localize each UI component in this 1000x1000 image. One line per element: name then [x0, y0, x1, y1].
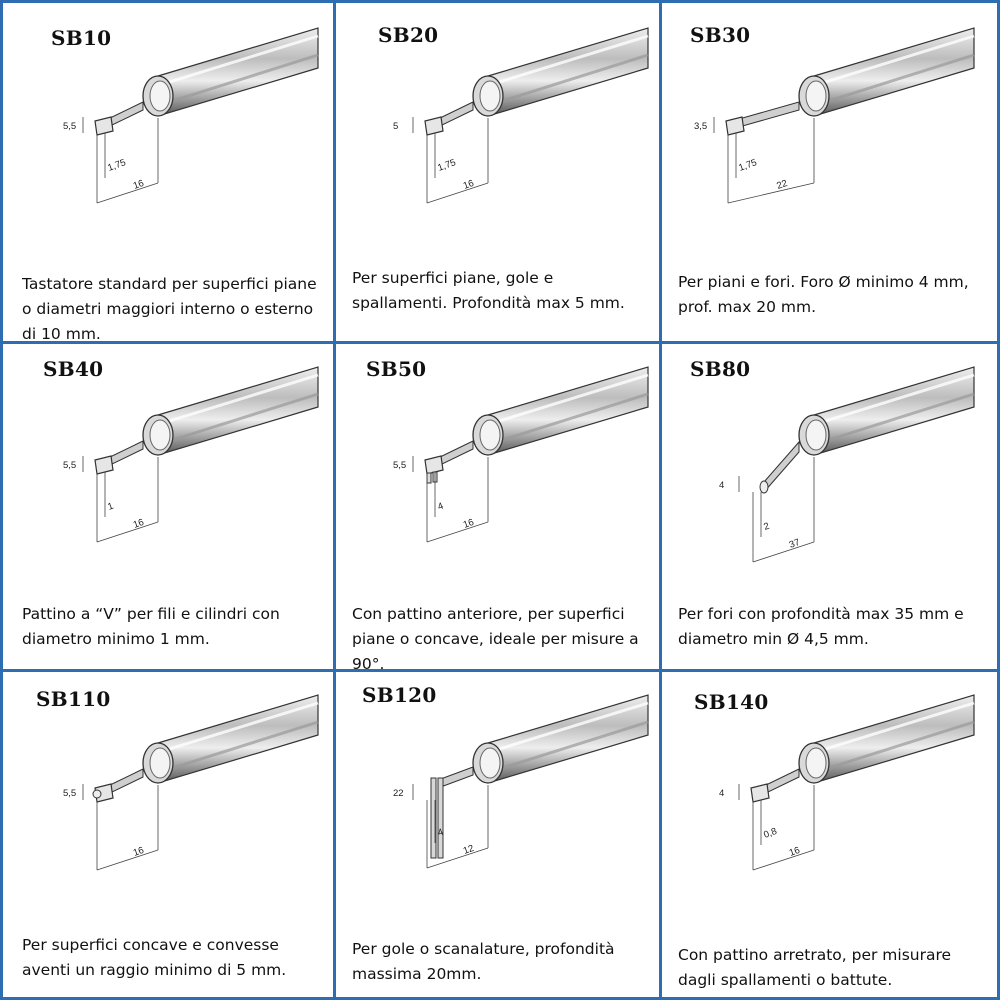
- probe-code: SB80: [690, 357, 751, 381]
- probe-code: SB30: [690, 23, 751, 47]
- probe-stem: [750, 768, 800, 803]
- probe-stem: [759, 440, 800, 494]
- probe-code: SB10: [51, 26, 112, 50]
- dimension-height: 3,5: [694, 121, 707, 132]
- dimension-lines: [82, 456, 159, 543]
- probe-code: SB20: [378, 23, 439, 47]
- dimension-tip: 1,75: [106, 157, 127, 174]
- tube-shaft: [798, 27, 975, 117]
- grid-line: [997, 0, 1000, 1000]
- probe-stem: [94, 440, 144, 475]
- dimension-height: 4: [719, 480, 724, 491]
- probe-drawing: 1,75 5,5 16: [63, 27, 319, 204]
- probe-stem: [725, 101, 800, 136]
- dimension-lines: [738, 784, 815, 871]
- dimension-lines: [412, 456, 489, 543]
- probe-stem: [430, 766, 474, 859]
- probe-drawing: 4 22 12: [393, 694, 649, 869]
- dimension-length: 12: [462, 843, 476, 857]
- probe-drawing: 2 4 37: [719, 366, 975, 563]
- dimension-height: 5: [393, 121, 398, 132]
- dimension-height: 5,5: [63, 788, 76, 799]
- grid-line: [0, 669, 1000, 672]
- grid-line: [333, 0, 336, 1000]
- probe-drawing: 4 5,5 16: [393, 366, 649, 543]
- tube-shaft: [472, 27, 649, 117]
- dimension-height: 5,5: [63, 460, 76, 471]
- tube-shaft: [142, 366, 319, 456]
- probe-code: SB50: [366, 357, 427, 381]
- dimension-length: 16: [788, 845, 802, 859]
- probe-code: SB120: [362, 683, 437, 707]
- probe-description: Con pattino anteriore, per superfici pia…: [352, 605, 639, 669]
- probe-stem: [92, 768, 144, 803]
- probe-description: Per superfici concave e convesse aventi …: [22, 936, 287, 979]
- probe-stem: [424, 101, 474, 136]
- dimension-lines: [713, 117, 815, 204]
- probe-stem: [94, 101, 144, 136]
- tube-shaft: [142, 27, 319, 117]
- dimension-tip: 0,8: [762, 826, 778, 841]
- dimension-lines: [412, 117, 489, 204]
- probe-code: SB140: [694, 690, 769, 714]
- dimension-tip: 4: [436, 827, 445, 839]
- grid-line: [0, 341, 1000, 344]
- dimension-length: 16: [462, 517, 476, 531]
- probe-description: Tastatore standard per superfici piane o…: [22, 275, 317, 341]
- dimension-height: 5,5: [63, 121, 76, 132]
- probe-stem: [424, 440, 474, 484]
- probe-description: Per superfici piane, gole e spallamenti.…: [352, 269, 625, 312]
- probe-description: Per gole o scanalature, profondità massi…: [352, 940, 615, 983]
- dimension-length: 22: [775, 178, 789, 192]
- dimension-lines: [82, 784, 159, 871]
- dimension-lines: [412, 784, 489, 869]
- grid-line: [659, 0, 662, 1000]
- probe-drawing: 1,75 5 16: [393, 27, 649, 204]
- grid-line: [0, 997, 1000, 1000]
- probe-description: Per fori con profondità max 35 mm e diam…: [678, 605, 964, 648]
- dimension-length: 16: [462, 178, 476, 192]
- dimension-length: 16: [132, 178, 146, 192]
- dimension-tip: 1,75: [737, 157, 758, 174]
- probe-code: SB110: [36, 687, 111, 711]
- probe-description: Pattino a “V” per fili e cilindri con di…: [22, 605, 280, 648]
- dimension-tip: 1: [106, 501, 115, 513]
- probe-drawing: 5,5 16: [63, 694, 319, 871]
- probe-drawing: 1,75 3,5 22: [694, 27, 975, 204]
- tube-shaft: [472, 694, 649, 784]
- tube-shaft: [798, 694, 975, 784]
- grid-line: [0, 0, 1000, 3]
- probe-drawing: 0,8 4 16: [719, 694, 975, 871]
- dimension-length: 16: [132, 845, 146, 859]
- tube-shaft: [798, 366, 975, 456]
- tube-shaft: [142, 694, 319, 784]
- probe-code: SB40: [43, 357, 104, 381]
- dimension-height: 5,5: [393, 460, 406, 471]
- dimension-height: 4: [719, 788, 724, 799]
- dimension-length: 16: [132, 517, 146, 531]
- grid-line: [0, 0, 3, 1000]
- dimension-lines: [82, 117, 159, 204]
- dimension-tip: 4: [436, 501, 445, 513]
- dimension-length: 37: [788, 537, 802, 551]
- dimension-height: 22: [393, 788, 404, 799]
- probe-drawing: 1 5,5 16: [63, 366, 319, 543]
- dimension-tip: 1,75: [436, 157, 457, 174]
- tube-shaft: [472, 366, 649, 456]
- probe-description: Con pattino arretrato, per misurare dagl…: [678, 946, 952, 989]
- dimension-lines: [738, 457, 815, 563]
- dimension-tip: 2: [762, 521, 771, 533]
- probe-description: Per piani e fori. Foro Ø minimo 4 mm, pr…: [678, 273, 969, 316]
